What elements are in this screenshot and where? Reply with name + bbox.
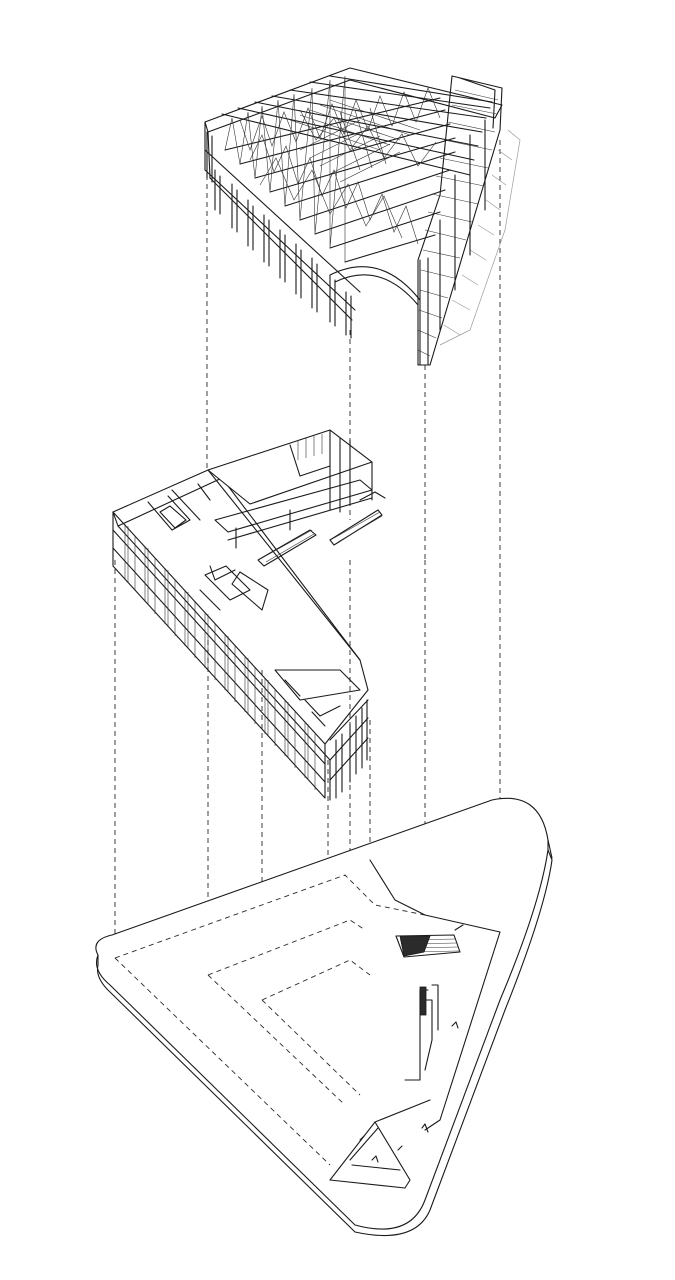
building-floors — [112, 429, 386, 801]
escalator-group — [257, 491, 386, 567]
ground-site — [95, 797, 553, 1237]
footprint-outlines — [114, 874, 426, 1166]
roof-shadow — [439, 129, 521, 346]
roof-structure — [204, 67, 521, 366]
